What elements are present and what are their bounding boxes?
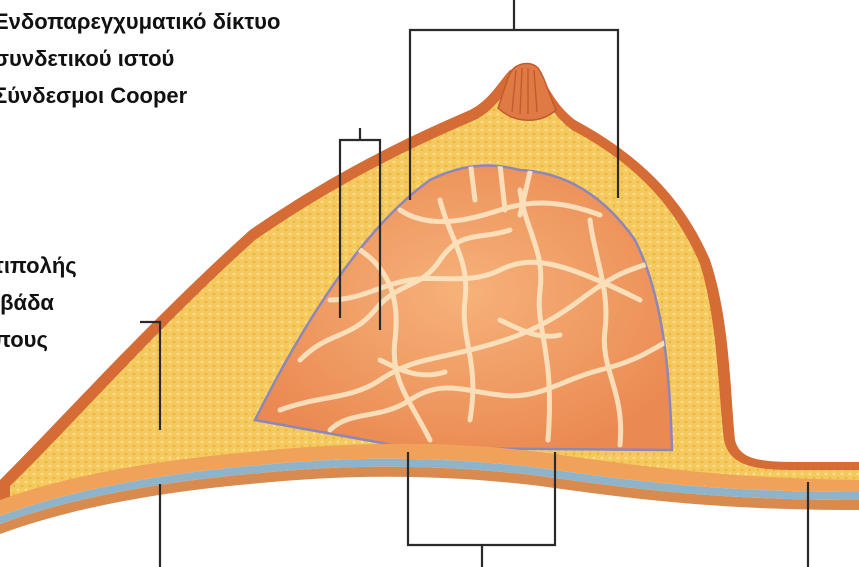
label-interparenchymal-network: Ενδοπαρεγχυματικό δίκτυο (0, 6, 280, 38)
label-left-line-1: τιπολής (0, 250, 77, 282)
label-cooper-ligaments: Σύνδεσμοι Cooper (0, 80, 187, 112)
label-connective-tissue: συνδετικού ιστού (0, 43, 174, 75)
nipple (498, 64, 556, 121)
label-left-line-3: πους (0, 324, 48, 356)
label-left-line-2: ιβάδα (0, 287, 54, 319)
